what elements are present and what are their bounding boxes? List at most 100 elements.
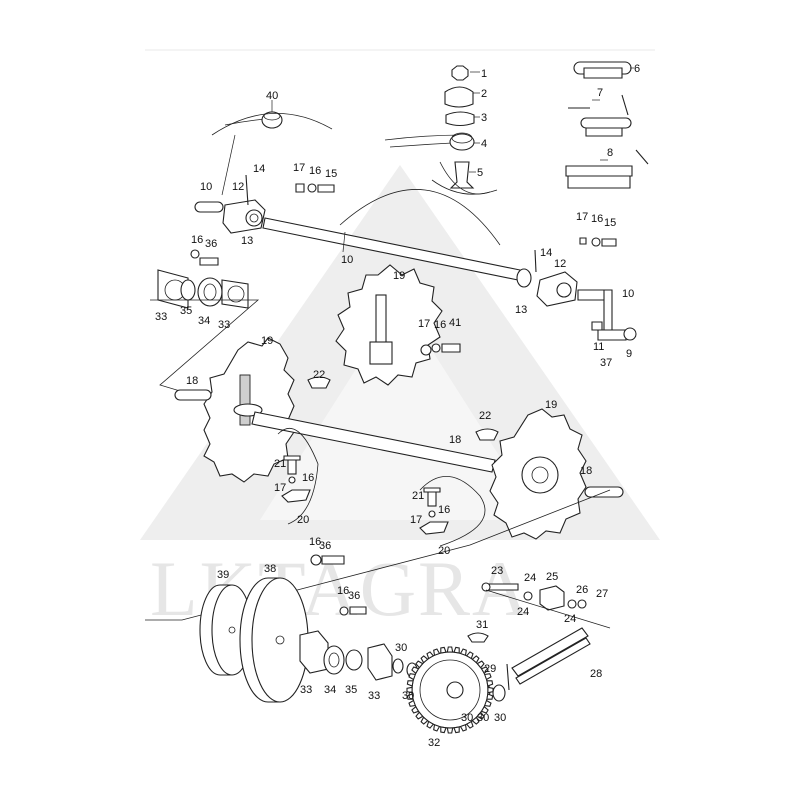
callout-35-b: 35: [345, 684, 357, 696]
sprocket-tooth: [465, 720, 474, 729]
callout-16-l: 16: [191, 234, 203, 246]
key-22-a: [307, 376, 331, 389]
callout-34-b: 34: [324, 684, 336, 696]
callout-24-a: 24: [524, 572, 536, 584]
callout-8: 8: [607, 147, 613, 159]
callout-2: 2: [481, 88, 487, 100]
callout-14: 14: [253, 163, 265, 175]
sprocket-tooth: [406, 693, 414, 700]
sprocket-tooth: [433, 723, 441, 732]
callout-37: 37: [600, 357, 612, 369]
sprocket-tooth: [480, 705, 489, 714]
sprocket-tooth: [483, 673, 492, 681]
callout-10: 10: [200, 181, 212, 193]
callout-29: 29: [484, 663, 496, 675]
sprocket-tooth: [426, 651, 435, 660]
sprocket-tooth: [471, 655, 480, 664]
callout-17-a: 17: [274, 482, 286, 494]
sprocket-tooth: [480, 666, 489, 675]
sprocket-tooth: [476, 660, 485, 669]
callout-35-l: 35: [180, 305, 192, 317]
sprocket-tooth: [426, 720, 435, 729]
callout-20-a: 20: [297, 514, 309, 526]
star-wheel-left: [203, 337, 295, 483]
callout-17: 17: [293, 162, 305, 174]
sprocket-tooth: [411, 705, 420, 714]
callout-22-left: 22: [313, 369, 325, 381]
callout-36-d: 36: [348, 590, 360, 602]
callout-1: 1: [481, 68, 487, 80]
callout-5: 5: [477, 167, 483, 179]
roller-chain-28: [506, 627, 591, 691]
sprocket-tooth: [440, 646, 447, 654]
sprocket-tooth: [476, 711, 485, 720]
sprocket-tooth: [486, 693, 494, 700]
callout-31: 31: [476, 619, 488, 631]
callout-19-left: 19: [261, 335, 273, 347]
callout-11: 11: [593, 341, 604, 353]
sprocket-tooth: [487, 686, 494, 694]
callout-9: 9: [626, 348, 632, 360]
sprocket-tooth: [446, 727, 454, 734]
sprocket-tooth: [453, 726, 460, 734]
callout-17-w: 17: [418, 318, 430, 330]
callout-33-d: 33: [368, 690, 380, 702]
callout-12-r: 12: [554, 258, 566, 270]
callout-24-b: 24: [517, 606, 529, 618]
callout-labels: 1 2 3 4 5 6 7 8 40 10 12 14 17 16 15 13 …: [155, 63, 640, 749]
star-wheel-upper: [335, 264, 461, 386]
callout-21-a: 21: [274, 458, 286, 470]
callout-14-r: 14: [540, 247, 552, 259]
callout-23: 23: [491, 565, 503, 577]
sprocket-tooth: [465, 651, 474, 660]
callout-16-r: 16: [591, 213, 603, 225]
callout-28: 28: [590, 668, 602, 680]
callout-20-b: 20: [438, 545, 450, 557]
callout-19-upper: 19: [393, 270, 405, 282]
callout-30-b: 30: [402, 690, 414, 702]
callout-4: 4: [481, 138, 487, 150]
callout-18-mid: 18: [449, 434, 461, 446]
pulley-wheels: [199, 577, 309, 703]
sprocket-tooth: [420, 655, 429, 664]
callout-30-d: 30: [477, 712, 489, 724]
right-bearing-housing: [516, 237, 637, 341]
callout-39: 39: [217, 569, 229, 581]
callout-21-b: 21: [412, 490, 424, 502]
callout-12: 12: [232, 181, 244, 193]
clamp-assembly-left: [281, 455, 311, 503]
callout-34-l: 34: [198, 315, 210, 327]
tensioner-assembly: [481, 582, 611, 629]
callout-33-l1: 33: [155, 311, 167, 323]
sprocket-tooth: [406, 680, 414, 687]
callout-30-a: 30: [395, 642, 407, 654]
callout-6: 6: [634, 63, 640, 75]
callout-17-r: 17: [576, 211, 588, 223]
callout-41: 41: [449, 317, 461, 329]
callout-33-l2: 33: [218, 319, 230, 331]
callout-36-l: 36: [205, 238, 217, 250]
clamp-assembly-right: [419, 487, 449, 535]
sprocket-tooth: [459, 648, 467, 657]
callout-40: 40: [266, 90, 278, 102]
callout-18-right: 18: [580, 465, 592, 477]
sprocket-tooth: [415, 660, 424, 669]
callout-19-right: 19: [545, 399, 557, 411]
sprocket-tooth: [415, 711, 424, 720]
callout-38: 38: [264, 563, 276, 575]
sprocket-tooth: [406, 686, 413, 694]
callout-16-c: 16: [309, 536, 321, 548]
sprocket-tooth: [486, 680, 494, 687]
sprocket-tooth: [433, 648, 441, 657]
callout-3: 3: [481, 112, 487, 124]
callout-13-r: 13: [515, 304, 527, 316]
callout-30-c: 30: [461, 712, 473, 724]
callout-26: 26: [576, 584, 588, 596]
callout-32: 32: [428, 737, 440, 749]
callout-10-r: 10: [622, 288, 634, 300]
callout-16-a: 16: [302, 472, 314, 484]
sprocket-tooth: [453, 646, 460, 654]
sprocket-tooth: [420, 716, 429, 725]
callout-16: 16: [309, 165, 321, 177]
